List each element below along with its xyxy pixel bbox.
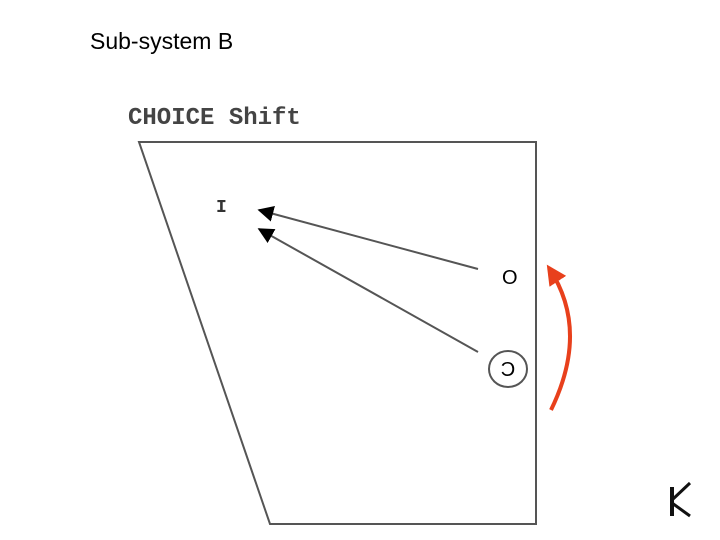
slide-title: Sub-system B xyxy=(90,28,234,54)
target-label: I xyxy=(216,198,227,218)
shift-arrow xyxy=(546,264,572,411)
diagram-heading: CHOICE Shift xyxy=(128,105,301,132)
lower-arrow xyxy=(257,228,479,353)
lower-source-label: C xyxy=(501,359,515,381)
state-frame xyxy=(137,141,537,525)
lower-source-circle xyxy=(488,350,528,388)
bracket-arrow-icon xyxy=(670,481,692,518)
upper-source-label: O xyxy=(502,267,518,289)
upper-arrow xyxy=(257,206,479,270)
